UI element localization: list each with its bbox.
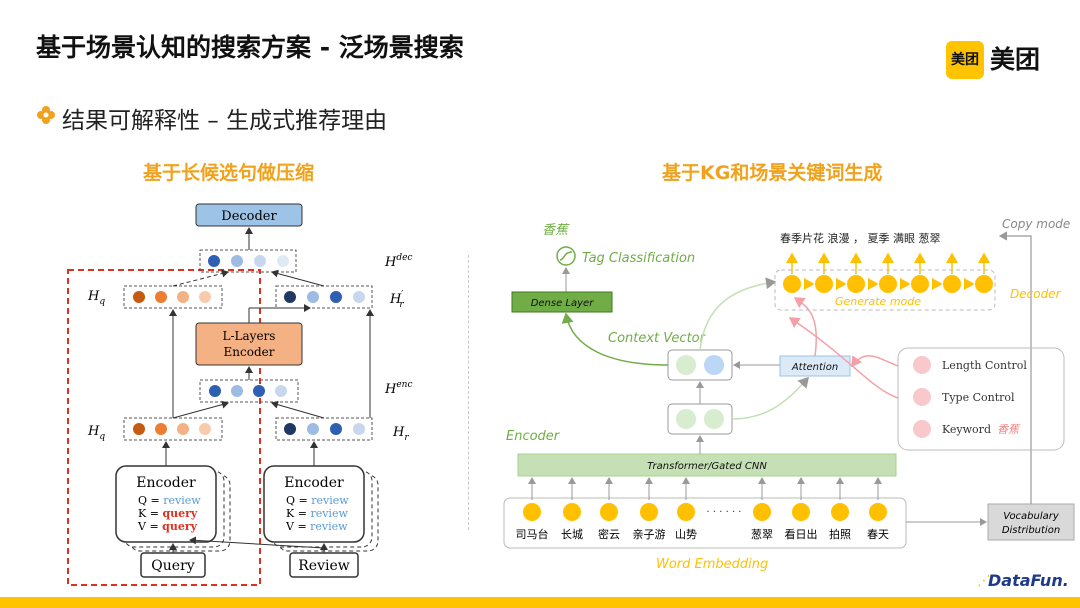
logo-text: 美团 — [990, 45, 1041, 74]
encoder-query-k: K = query — [138, 507, 198, 520]
encoder-review-title: Encoder — [284, 475, 344, 491]
input-token-row — [523, 503, 887, 521]
tag-classification-label: Tag Classification — [582, 251, 695, 266]
input-token-8: 春天 — [867, 528, 889, 541]
encoder-label: Encoder — [506, 429, 561, 444]
review-label: Review — [298, 558, 349, 574]
h-q-top-label: Hq — [87, 289, 105, 307]
transformer-box — [517, 453, 897, 477]
page-title: 基于场景认知的搜索方案 - 泛场景搜索 — [36, 33, 464, 62]
word-embedding-box — [503, 497, 907, 549]
decoder-right-label: Decoder — [1010, 287, 1062, 301]
l-layers-line1: L-Layers — [223, 329, 276, 343]
encoder-review-v: V = review — [285, 520, 348, 533]
bottom-accent-bar — [0, 597, 1080, 608]
sigmoid-icon — [556, 246, 576, 266]
h-r-mid-label: Hr — [392, 425, 409, 443]
left-panel-heading: 基于长候选句做压缩 — [143, 162, 315, 184]
dense-layer-label: Dense Layer — [531, 298, 595, 309]
right-panel-heading: 基于KG和场景关键词生成 — [662, 162, 883, 184]
vocabulary-line1: Vocabulary — [1003, 511, 1060, 522]
input-token-0: 司马台 — [516, 527, 549, 541]
output-tokens: 春季片花 浪漫 ， 夏季 满眼 葱翠 — [780, 231, 940, 245]
left-diagram: Decoder Hdec Hq H′r L-Layers Encoder Hen… — [67, 203, 413, 586]
attention-label: Attention — [791, 362, 838, 373]
h-dec-label: Hdec — [384, 253, 412, 270]
encoder-review-k: K = review — [286, 507, 348, 520]
datafun-brand: DataFun. — [988, 571, 1069, 590]
bullet-text: 结果可解释性 – 生成式推荐理由 — [62, 108, 388, 134]
word-embedding-label: Word Embedding — [656, 557, 768, 572]
input-token-3: 亲子游 — [633, 527, 666, 541]
l-layers-line2: Encoder — [224, 345, 275, 359]
encoder-review-q: Q = review — [286, 494, 349, 507]
control-length: Length Control — [942, 359, 1027, 372]
datafun-mark-icon: ⋰ — [977, 573, 991, 589]
input-token-7: 拍照 — [829, 527, 851, 541]
tag-word: 香蕉 — [542, 223, 570, 238]
input-token-4: 山势 — [675, 528, 697, 541]
generate-mode-label: Generate mode — [835, 295, 921, 308]
output-token-row — [783, 275, 993, 293]
query-branch-highlight — [67, 269, 261, 586]
logo-badge: 美团 — [946, 41, 984, 79]
transformer-label: Transformer/Gated CNN — [647, 461, 767, 472]
input-token-1: 长城 — [561, 528, 583, 541]
query-label: Query — [151, 558, 194, 574]
panel-divider — [468, 255, 469, 530]
decoder-generate-box — [774, 269, 996, 311]
h-enc-label: Henc — [384, 380, 413, 397]
encoder-query-q: Q = review — [138, 494, 201, 507]
control-type: Type Control — [942, 391, 1015, 404]
right-diagram: 香蕉 Tag Classification Dense Layer Contex… — [503, 217, 1075, 572]
bullet-flower-icon — [36, 105, 56, 129]
h-q-mid-label: Hq — [87, 424, 105, 442]
token-ellipsis: · · · · · · — [707, 507, 742, 518]
vocabulary-distribution-box — [987, 503, 1075, 541]
vocabulary-line2: Distribution — [1002, 525, 1060, 536]
copy-mode-label: Copy mode — [1002, 217, 1070, 231]
encoder-query-title: Encoder — [136, 475, 196, 491]
decoder-box — [195, 203, 303, 227]
dense-layer-box — [511, 291, 613, 313]
h-dec-vector — [199, 249, 297, 273]
h-r-prime-label: H′r — [389, 290, 404, 310]
context-vector-label: Context Vector — [608, 331, 707, 346]
decoder-label: Decoder — [221, 209, 277, 224]
input-token-2: 密云 — [598, 527, 620, 541]
input-token-6: 看日出 — [785, 527, 818, 541]
input-token-5: 葱翠 — [751, 528, 773, 541]
encoder-query-v: V = query — [137, 520, 198, 533]
control-panel — [897, 347, 1065, 451]
